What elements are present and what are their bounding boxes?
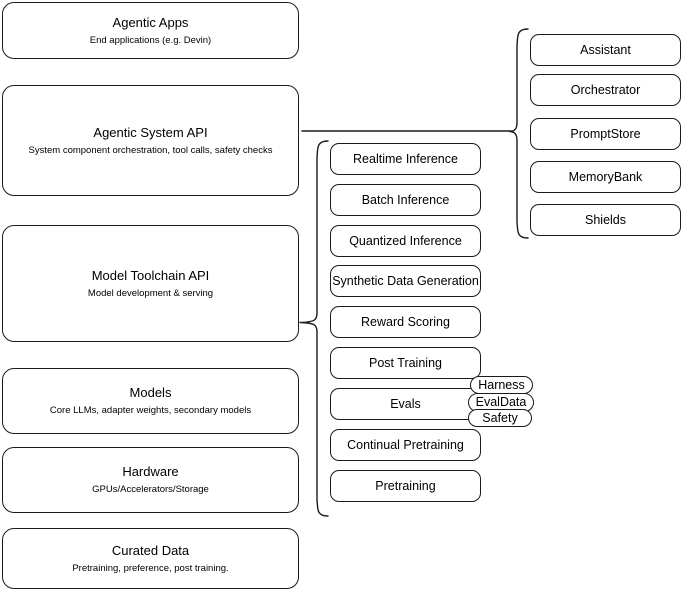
toolchain-item-label: Batch Inference [361, 193, 450, 207]
toolchain-item-pretraining[interactable]: Pretraining [330, 470, 481, 502]
toolchain-item-label: Quantized Inference [349, 234, 462, 248]
layer-title: Agentic Apps [112, 14, 189, 30]
layer-subtitle: Core LLMs, adapter weights, secondary mo… [49, 405, 252, 416]
system-item-assistant[interactable]: Assistant [530, 34, 681, 66]
system-item-memorybank[interactable]: MemoryBank [530, 161, 681, 193]
system-item-label: Orchestrator [570, 83, 641, 97]
layer-subtitle: Model development & serving [87, 287, 214, 299]
layer-hardware[interactable]: Hardware GPUs/Accelerators/Storage [2, 447, 299, 513]
layer-title: Model Toolchain API [91, 267, 210, 283]
toolchain-item-label: Reward Scoring [361, 315, 450, 329]
toolchain-item-continual-pretraining[interactable]: Continual Pretraining [330, 429, 481, 461]
system-item-label: MemoryBank [568, 170, 643, 184]
toolchain-item-quantized-inference[interactable]: Quantized Inference [330, 225, 481, 257]
toolchain-item-synthetic-data-generation[interactable]: Synthetic Data Generation [330, 265, 481, 297]
layer-models[interactable]: Models Core LLMs, adapter weights, secon… [2, 368, 299, 434]
system-item-shields[interactable]: Shields [530, 204, 681, 236]
toolchain-item-label: Realtime Inference [353, 152, 458, 166]
toolchain-item-label: Post Training [369, 356, 442, 370]
system-components-brace [509, 28, 529, 239]
toolchain-item-label: Evals [390, 397, 421, 411]
toolchain-item-batch-inference[interactable]: Batch Inference [330, 184, 481, 216]
eval-pill-harness[interactable]: Harness [470, 376, 533, 394]
layer-model-toolchain-api[interactable]: Model Toolchain API Model development & … [2, 225, 299, 342]
toolchain-item-reward-scoring[interactable]: Reward Scoring [330, 306, 481, 338]
eval-pill-safety[interactable]: Safety [468, 409, 532, 427]
toolchain-item-realtime-inference[interactable]: Realtime Inference [330, 143, 481, 175]
layer-subtitle: System component orchestration, tool cal… [28, 144, 273, 156]
toolchain-item-label: Synthetic Data Generation [332, 274, 479, 288]
layer-title: Curated Data [111, 542, 190, 558]
layer-subtitle: GPUs/Accelerators/Storage [92, 484, 209, 495]
layer-title: Models [129, 385, 172, 400]
layer-title: Hardware [122, 464, 179, 479]
toolchain-item-label: Pretraining [375, 479, 436, 493]
layer-curated-data[interactable]: Curated Data Pretraining, preference, po… [2, 528, 299, 589]
layer-agentic-system-api[interactable]: Agentic System API System component orch… [2, 85, 299, 196]
toolchain-item-label: Continual Pretraining [347, 438, 464, 452]
toolchain-components-brace [299, 140, 329, 517]
system-item-label: Assistant [580, 43, 631, 57]
toolchain-item-post-training[interactable]: Post Training [330, 347, 481, 379]
system-item-orchestrator[interactable]: Orchestrator [530, 74, 681, 106]
system-item-label: Shields [585, 213, 626, 227]
layer-title: Agentic System API [93, 124, 208, 140]
toolchain-item-evals[interactable]: Evals [330, 388, 481, 420]
layer-agentic-apps[interactable]: Agentic Apps End applications (e.g. Devi… [2, 2, 299, 59]
system-item-label: PromptStore [570, 127, 641, 141]
layer-subtitle: End applications (e.g. Devin) [89, 34, 212, 46]
layer-subtitle: Pretraining, preference, post training. [72, 562, 229, 574]
system-item-promptstore[interactable]: PromptStore [530, 118, 681, 150]
